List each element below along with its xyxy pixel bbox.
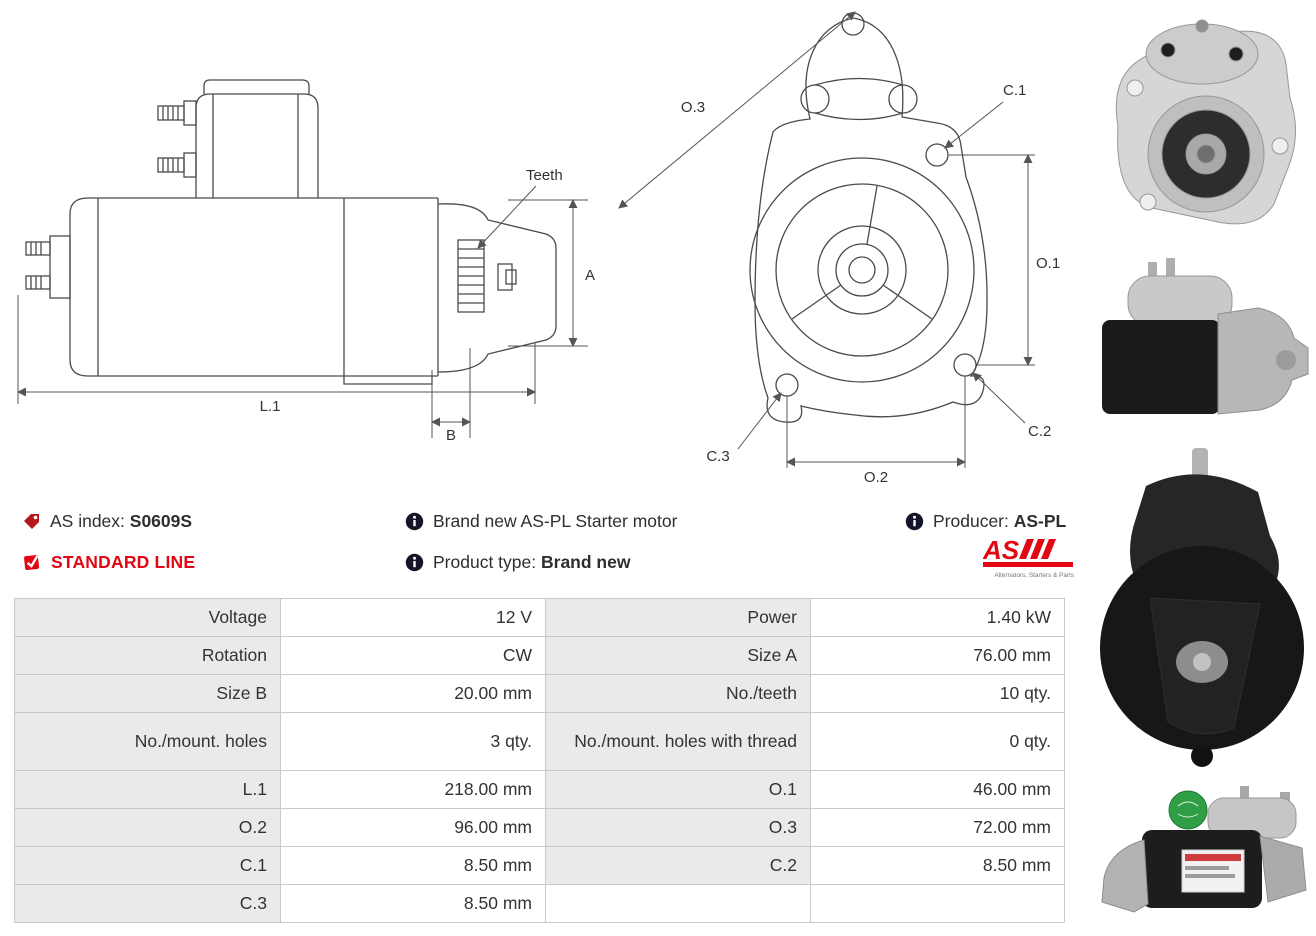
product-photo-front-top-view (1115, 19, 1297, 225)
info-icon (405, 512, 424, 530)
product-type-row: Product type: Brand new (405, 549, 630, 575)
spec-label-cell: L.1 (14, 770, 281, 809)
table-row: C.1 8.50 mm C.2 8.50 mm (14, 846, 1065, 885)
spec-value-cell: 12 V (280, 598, 546, 637)
dim-l1-label: L.1 (260, 398, 281, 415)
spec-label-cell: No./mount. holes (14, 712, 281, 771)
front-view-technical-drawing: O.3 C.1 O.1 C.2 C.3 O.2 (618, 11, 1060, 486)
solenoid (195, 79, 319, 198)
dim-a-label: A (585, 267, 595, 284)
front-view-dimension-lines (618, 11, 1035, 468)
checkbox-checked-icon (24, 555, 40, 571)
dim-o2-label: O.2 (864, 469, 888, 486)
spec-label-cell: Size A (545, 636, 811, 675)
spec-table: Voltage 12 V Power 1.40 kW Rotation CW S… (14, 598, 1065, 923)
table-row: C.3 8.50 mm (14, 884, 1065, 923)
spec-value-cell: 20.00 mm (280, 674, 546, 713)
spec-label-cell: No./mount. holes with thread (545, 712, 811, 771)
starter-motor-side-outline (25, 79, 557, 385)
producer-value: AS-PL (1013, 510, 1067, 531)
mounting-flange (754, 17, 988, 423)
spec-label-cell: Power (545, 598, 811, 637)
spec-label-cell: Rotation (14, 636, 281, 675)
product-photo-rear-view (1100, 448, 1304, 767)
product-photo-angled-view (1101, 786, 1307, 913)
spec-value-cell: 8.50 mm (280, 846, 546, 885)
dim-c2-label: C.2 (1028, 423, 1051, 440)
product-type-value: Brand new (541, 551, 631, 572)
dim-c3-label: C.3 (706, 448, 729, 465)
drive-end-housing (437, 203, 557, 373)
spec-value-cell: 96.00 mm (280, 808, 546, 847)
product-photo-side-view (1102, 258, 1309, 415)
spec-value-cell: 1.40 kW (810, 598, 1065, 637)
spec-label-cell: O.3 (545, 808, 811, 847)
spec-value-cell: 218.00 mm (280, 770, 546, 809)
product-type-label: Product type: (433, 551, 537, 572)
spec-value-cell: 8.50 mm (280, 884, 546, 923)
brand-new-text: Brand new AS-PL Starter motor (433, 510, 678, 531)
table-row: Voltage 12 V Power 1.40 kW (14, 598, 1065, 637)
table-row: Size B 20.00 mm No./teeth 10 qty. (14, 674, 1065, 713)
logo-text: AS (983, 536, 1020, 565)
spec-value-cell: 3 qty. (280, 712, 546, 771)
table-row: No./mount. holes 3 qty. No./mount. holes… (14, 712, 1065, 771)
dim-c1-label: C.1 (1003, 82, 1026, 99)
table-row: Rotation CW Size A 76.00 mm (14, 636, 1065, 675)
spec-label-cell: Size B (14, 674, 281, 713)
producer-row: Producer: AS-PL (905, 508, 1066, 534)
rear-terminal-studs (25, 235, 71, 299)
as-index-label: AS index: (50, 510, 125, 531)
spec-value-cell: 8.50 mm (810, 846, 1065, 885)
dim-o1-label: O.1 (1036, 255, 1060, 272)
spec-value-cell: 46.00 mm (810, 770, 1065, 809)
spec-label-cell: O.2 (14, 808, 281, 847)
side-view-technical-drawing: Teeth A L.1 B (17, 79, 595, 444)
info-icon (405, 553, 424, 571)
as-index-value: S0609S (129, 510, 193, 531)
spec-value-cell: 10 qty. (810, 674, 1065, 713)
product-photos (1085, 0, 1316, 936)
table-row: L.1 218.00 mm O.1 46.00 mm (14, 770, 1065, 809)
spec-label-cell: C.2 (545, 846, 811, 885)
mount-hole-c1 (925, 143, 949, 167)
front-view-dimension-labels: O.3 C.1 O.1 C.2 C.3 O.2 (681, 82, 1060, 486)
spec-label-cell: C.3 (14, 884, 281, 923)
info-icon (905, 512, 924, 530)
spec-empty-cell (810, 884, 1065, 923)
spec-label-cell: C.1 (14, 846, 281, 885)
side-view-dimension-lines (17, 185, 588, 438)
spec-label-cell: Voltage (14, 598, 281, 637)
side-view-dimension-labels: Teeth A L.1 B (260, 167, 595, 444)
spec-label-cell: O.1 (545, 770, 811, 809)
mount-hole-c3 (775, 373, 799, 397)
as-index-row: AS index: S0609S (22, 508, 192, 534)
mount-hole-c2 (953, 353, 977, 377)
standard-line-row: STANDARD LINE (22, 549, 195, 575)
spec-value-cell: 76.00 mm (810, 636, 1065, 675)
starter-motor-front-outline (749, 12, 988, 423)
tag-icon (24, 513, 39, 529)
table-row: O.2 96.00 mm O.3 72.00 mm (14, 808, 1065, 847)
spec-value-cell: CW (280, 636, 546, 675)
teeth-label: Teeth (526, 167, 563, 184)
dim-o3-label: O.3 (681, 99, 705, 116)
brand-new-row: Brand new AS-PL Starter motor (405, 508, 677, 534)
spec-empty-cell (545, 884, 811, 923)
spec-value-cell: 0 qty. (810, 712, 1065, 771)
logo-tagline: Alternators, Starters & Parts (994, 572, 1074, 579)
pinion-gear (457, 239, 517, 313)
producer-label: Producer: (933, 510, 1009, 531)
spec-label-cell: No./teeth (545, 674, 811, 713)
green-sticker (1168, 790, 1208, 830)
motor-body (69, 197, 438, 377)
standard-line-label: STANDARD LINE (51, 551, 196, 572)
as-pl-logo: AS Alternators, Starters & Parts (983, 536, 1074, 579)
dim-b-label: B (446, 427, 456, 444)
spec-value-cell: 72.00 mm (810, 808, 1065, 847)
solenoid-terminal-studs (157, 100, 197, 178)
